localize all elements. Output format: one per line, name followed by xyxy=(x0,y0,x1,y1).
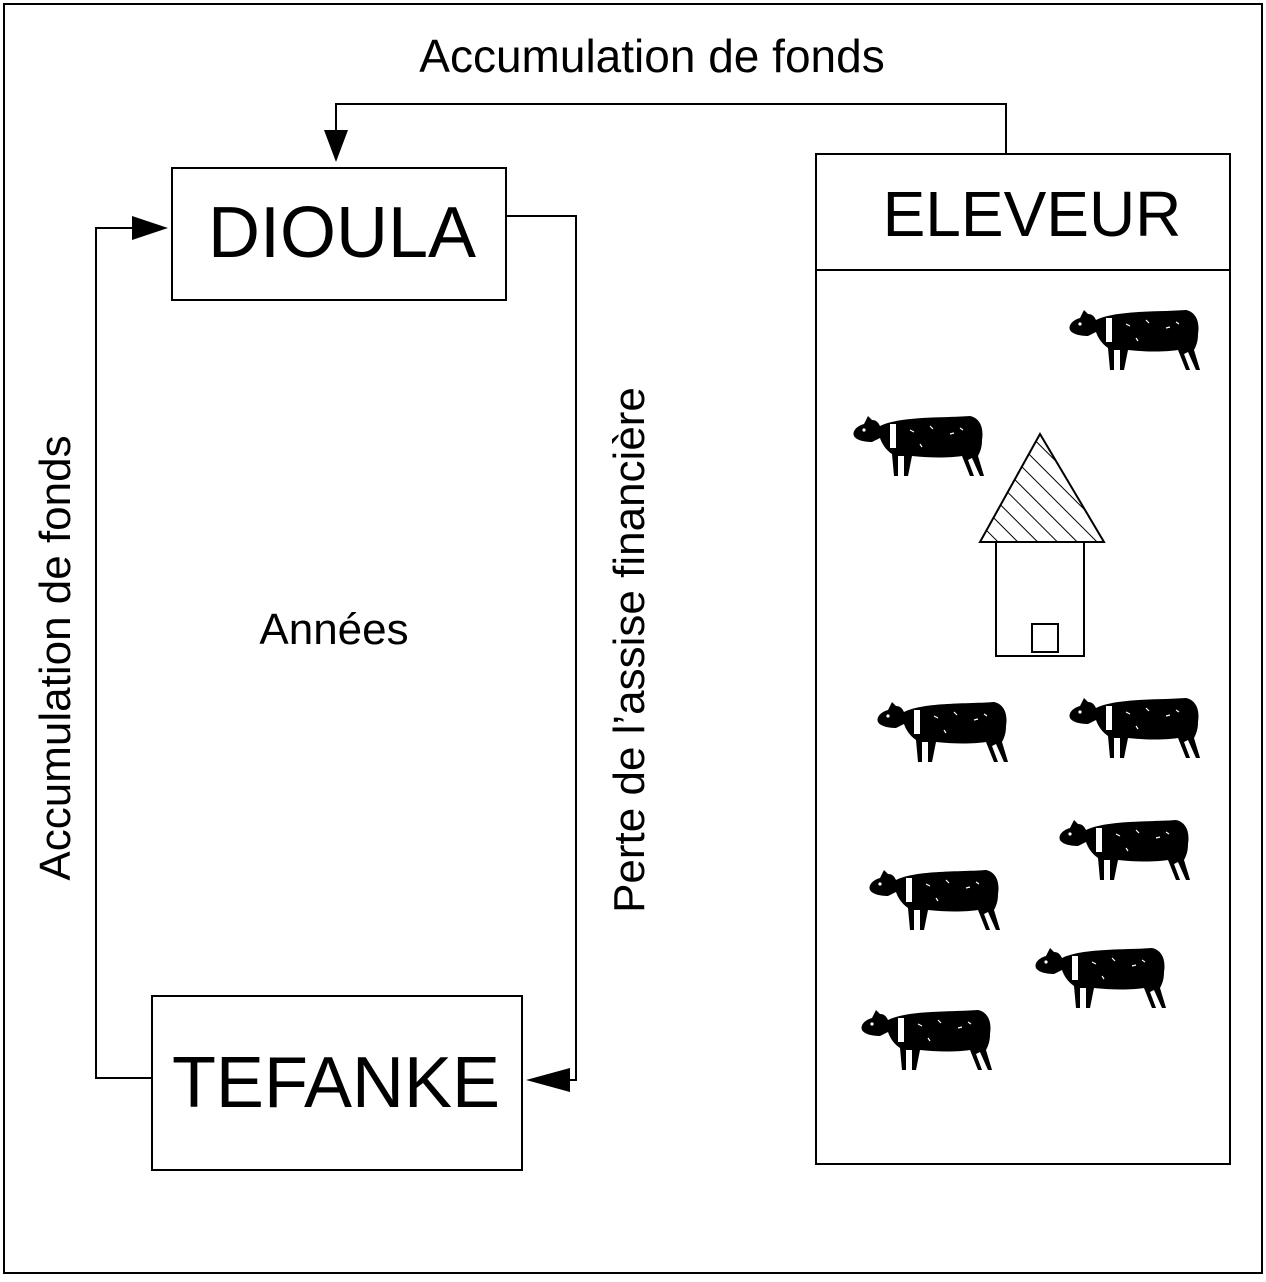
eleveur-label: ELEVEUR xyxy=(883,178,1182,250)
annees-label: Années xyxy=(259,605,408,654)
right-connector-arrow xyxy=(506,216,576,1092)
left-connector-arrow xyxy=(96,216,168,1078)
tefanke-label: TEFANKE xyxy=(172,1043,500,1123)
dioula-label: DIOULA xyxy=(208,193,476,273)
left-arrow-label: Accumulation de fonds xyxy=(31,435,80,880)
right-arrow-label: Perte de l’assise financière xyxy=(605,387,654,913)
dioula-box: DIOULA xyxy=(172,168,506,300)
tefanke-box: TEFANKE xyxy=(152,996,522,1170)
top-arrow-label: Accumulation de fonds xyxy=(419,30,884,82)
